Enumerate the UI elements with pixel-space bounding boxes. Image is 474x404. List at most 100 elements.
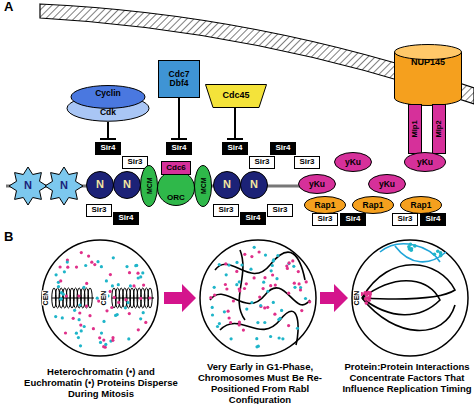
protein-dot [80,329,83,332]
protein-dot [209,296,212,299]
cylinder-side [394,52,395,98]
node-ellipse [353,197,394,214]
protein-dot [125,265,128,268]
protein-dot [83,325,86,328]
protein-dot [111,339,114,342]
node-label: Sir3 [299,158,314,166]
protein-dot [216,325,219,328]
protein-dot [259,304,262,307]
node-label: N [24,180,32,192]
nucleus-circle [352,240,468,356]
protein-dot [272,258,275,261]
cylinder-bottom [395,98,462,105]
protein-dot [78,318,81,321]
protein-dot [224,262,227,265]
protein-dot [280,309,283,312]
nucleus-circle [42,240,158,356]
protein-dot [102,320,105,323]
protein-dot [225,273,228,276]
protein-dot [128,312,131,315]
protein-dot [296,327,299,330]
protein-dot [308,300,311,303]
protein-dot [228,316,231,319]
chromatin-loop [148,288,152,308]
protein-dot [292,265,295,268]
protein-dot [250,255,253,258]
protein-dot [141,271,144,274]
protein-dot [117,301,120,304]
protein-dot [227,264,230,267]
protein-dot [243,287,246,290]
protein-dot [249,268,252,271]
protein-dots [54,243,442,349]
protein-dot [266,290,269,293]
panel-letter: B [4,230,24,245]
node-label: Sir3 [218,206,233,214]
node-label: Sir4 [100,144,115,152]
protein-dot [243,253,246,256]
stage-caption: Very Early in G1-Phase, Chromosomes Must… [182,362,338,404]
protein-dot [433,253,437,257]
protein-dot [59,279,62,282]
rabl-chromosomes [52,288,154,308]
sir3-protein: Sir3 [86,204,112,217]
cdc7-dbf4-kinase: Cdc7Dbf4 [158,60,200,98]
protein-dot [65,295,68,298]
protein-dot [255,337,258,340]
nucleosome: N [213,171,241,199]
cyclin-cdk-complex: CyclinCdk [66,84,150,122]
node-label: N [250,179,258,191]
chromosome-lines [210,250,455,345]
protein-dot [240,263,243,266]
protein-dot [409,249,413,253]
protein-dot [139,297,142,300]
protein-dot [213,286,216,289]
protein-dot [59,265,62,268]
node-label: N [96,179,104,191]
protein-dot [60,297,63,300]
node-label: ORC [167,194,185,202]
euchromatin-lines [380,244,446,262]
protein-dot [436,249,440,253]
protein-dot [274,284,277,287]
protein-dot [262,281,265,284]
node-ellipse [405,153,446,172]
protein-dot [105,279,108,282]
protein-dot [367,299,371,303]
node-label: Sir4 [345,215,360,223]
nucleosome-star: N [8,166,48,206]
node-label: N [223,179,231,191]
protein-dot [98,336,101,339]
node-label: Cdc6 [166,164,186,172]
protein-dot [242,329,245,332]
protein-dot [99,341,102,344]
protein-dot [109,273,112,276]
node-label: yKu [345,158,361,167]
protein-dot [235,261,238,264]
node-label: Sir3 [254,158,269,166]
protein-dot [287,262,290,265]
node-label: Sir4 [275,144,290,152]
protein-dot [269,335,272,338]
protein-dot [263,321,266,324]
protein-dot [124,298,127,301]
progress-arrow [164,284,196,312]
protein-dot [293,282,296,285]
protein-dot [92,327,95,330]
sir3-protein: Sir3 [312,213,338,226]
protein-dot [112,256,115,259]
node-label: Sir4 [425,215,440,223]
protein-dot [279,317,282,320]
protein-dot [77,336,80,339]
protein-dot [255,345,258,348]
protein-dot [109,290,112,293]
cyclin-ellipse [71,86,145,109]
stage-caption: Protein:Protein Interactions Concentrate… [340,362,474,395]
node-label: Cdc45 [222,91,249,100]
node-label: Rap1 [363,201,384,210]
protein-dot [213,294,216,297]
protein-dot [100,332,103,335]
node-ellipse [241,172,268,199]
protein-dot [263,276,266,279]
protein-dot [100,265,103,268]
